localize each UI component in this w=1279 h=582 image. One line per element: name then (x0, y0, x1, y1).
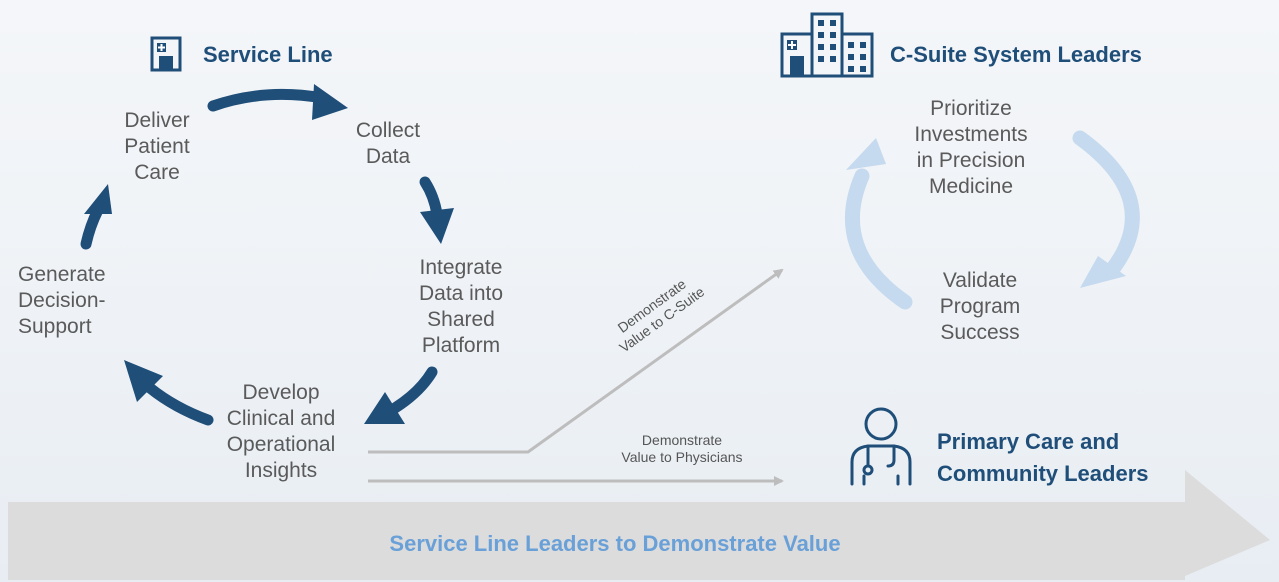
primary-care-title: Primary Care and Community Leaders (937, 429, 1149, 486)
cycle-arrow-integrate-to-develop (364, 366, 438, 424)
cycle-arrow-collect-to-integrate (419, 176, 454, 244)
hospital-building-icon (780, 12, 874, 78)
step-develop-insights: Develop Clinical and Operational Insight… (226, 381, 336, 482)
step-prioritize-investments: Prioritize Investments in Precision Medi… (914, 97, 1028, 198)
banner-label: Service Line Leaders to Demonstrate Valu… (389, 531, 841, 556)
cycle-arrow-generate-to-deliver (80, 184, 112, 250)
hospital-door-icon (150, 36, 182, 72)
csuite-cycle-arrow-left (844, 138, 913, 310)
step-collect-data: Collect Data (355, 119, 421, 168)
cycle-arrow-develop-to-generate (124, 360, 214, 426)
service-line-title: Service Line (203, 42, 333, 67)
csuite-title: C-Suite System Leaders (890, 42, 1142, 67)
csuite-cycle-arrow-right (1072, 130, 1140, 288)
connector-label-physicians: Demonstrate Value to Physicians (621, 432, 743, 465)
step-generate-decision-support: Generate Decision- Support (18, 263, 106, 338)
cycle-arrow-deliver-to-collect (207, 84, 348, 120)
step-deliver-patient-care: Deliver Patient Care (124, 109, 190, 184)
step-validate-program: Validate Program Success (939, 269, 1021, 344)
physician-icon (850, 407, 912, 486)
step-integrate-data: Integrate Data into Shared Platform (418, 256, 504, 357)
connector-to-csuite (368, 268, 784, 454)
